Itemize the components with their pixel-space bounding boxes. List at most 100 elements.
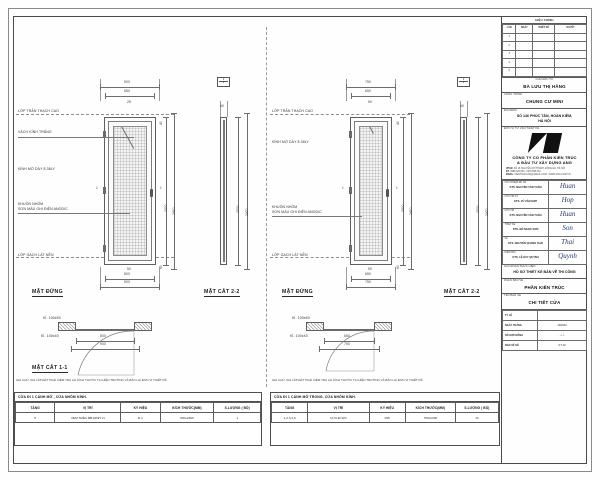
sig-role-label: THIẾT KẾ xyxy=(504,223,516,227)
dim-tick xyxy=(163,117,169,118)
dim-tick xyxy=(408,269,414,270)
ann-floor: LỚP GẠCH LÁT NỀN xyxy=(272,253,308,257)
dim-bottom-small: 50 xyxy=(368,267,372,271)
dim-tick xyxy=(484,113,490,114)
consultant-section: ĐƠN VỊ TƯ VẤN THIẾT KẾ CÔNG TY CỔ PHẦN K… xyxy=(502,127,587,181)
table-row: TỶ LỆ xyxy=(501,309,587,321)
door-section-frame xyxy=(460,117,467,265)
table-row: THIẾT KẾ KTS. ĐỖ NGỌC SƠN Son xyxy=(501,222,587,238)
dim-plan-inner: 650 xyxy=(344,334,350,338)
dim-line xyxy=(100,87,159,88)
cell-tang: 1,2,3,4,5 xyxy=(270,412,309,423)
col-kichthuoc: KÍCH THƯỚC(MM) xyxy=(404,402,456,413)
dim-line xyxy=(76,341,134,342)
drawing-area: 900 850 25 LỚP TRẦN THẠCH CAO LỚP GẠCH L… xyxy=(14,17,500,463)
content-section: TÊN BẢN VẼ CHI TIẾT CỬA xyxy=(502,294,587,310)
dim-tick xyxy=(154,93,155,99)
sig-mark-cell: Thai xyxy=(548,236,587,252)
dim-line xyxy=(105,279,154,280)
door-detail-right: 750 650 50 LỚP TRẦN THẠCH CAO LỚP GẠCH L… xyxy=(270,17,510,387)
col-soluong: S.LƯỢNG ( BỘ) xyxy=(213,402,261,413)
content-label: TÊN BẢN VẼ xyxy=(504,294,521,298)
dim-line xyxy=(403,117,404,265)
table-row: CHỦ TRÌ KT KTS. VŨ VĂN HỢP Hop xyxy=(501,194,587,210)
rev-date xyxy=(515,58,534,68)
door-detail-left: 900 850 25 LỚP TRẦN THẠCH CAO LỚP GẠCH L… xyxy=(14,17,264,387)
dim-top-small: 25 xyxy=(127,100,131,104)
view-divider xyxy=(266,27,267,387)
dim-line xyxy=(351,96,390,97)
rev-col-thietke: THIẾT KẾ xyxy=(532,24,556,34)
dim-tick xyxy=(351,276,352,282)
part-value: PHẦN KIẾN TRÚC xyxy=(524,284,565,290)
detail-callout-bottom: 2 xyxy=(222,81,225,85)
plan-door-leaf xyxy=(76,329,134,331)
sig-mark-cell: Huan xyxy=(548,208,587,224)
schedule-caption: CỬA ĐI 1 CÁNH MỞ TRONG, CỬA NHÔM KÍNH. xyxy=(271,393,499,402)
ann-aluminium-frame: KHUÔN NHÔM xyxy=(18,202,44,206)
schedule-table: TẦNG VỊ TRÍ KÝ HIỆU KÍCH THƯỚC(MM) S.LƯỢ… xyxy=(14,402,261,423)
cell-soluong: 13 xyxy=(454,412,500,423)
table-row: CHỦ NHIỆM ĐỒ ÁN KTS. NGUYỄN VĂN TUẤN Hua… xyxy=(501,180,587,196)
sig-role-cell: CHỦ NHIỆM ĐỒ ÁN KTS. NGUYỄN VĂN TUẤN xyxy=(501,180,550,196)
sig-person-name: KTS. NGUYỄN VĂN TUẤN xyxy=(509,185,542,189)
cut-mark-1: 1 xyxy=(342,186,344,190)
rev-no: 3 xyxy=(501,49,517,60)
signature-mark: Quynh xyxy=(558,252,577,261)
sig-mark-cell: Son xyxy=(548,222,587,238)
signature-mark: Hop xyxy=(561,196,574,205)
sig-person-name: KTS. VŨ VĂN HỢP xyxy=(514,199,538,203)
rev-approve xyxy=(554,41,587,51)
dim-tick xyxy=(100,84,101,90)
ang-logo-icon xyxy=(527,132,562,153)
dim-plan-outer: 750 xyxy=(344,342,350,346)
sig-role-cell: CHỦ TRÌ KTS. NGUYỄN VĂN TUẤN xyxy=(501,208,550,224)
meta-key-scale: TỶ LỆ xyxy=(501,309,539,321)
revision-header-row: LẦN NGÀY THIẾT KẾ DUYỆT xyxy=(501,24,587,34)
plan-wall-right xyxy=(134,322,152,331)
door-elevation-frame xyxy=(104,117,156,265)
section-leaf xyxy=(462,120,465,262)
cell-kyhieu: D-1 xyxy=(120,412,161,423)
meta-key-sheetno: BẢN VẼ SỐ xyxy=(501,339,539,351)
stage-label: GIAI ĐOẠN THỰC HIỆN xyxy=(504,265,536,269)
revision-title: HIỆU CHỈNH xyxy=(502,17,587,24)
sig-role-label: CHỦ TRÌ KT xyxy=(504,195,518,199)
revision-table: LẦN NGÀY THIẾT KẾ DUYỆT 1 2 xyxy=(501,24,587,77)
plan-wall-left xyxy=(306,322,324,331)
ann-glass-wall: VÁCH KÍNH TRẮNG xyxy=(18,130,52,134)
rev-no: 5 xyxy=(501,66,517,77)
dim-bottom-inner: 800 xyxy=(124,272,130,276)
sig-role-label: KIỂM TRA xyxy=(504,251,516,255)
table-row: VẼ KTS. NGUYỄN QUANG THÁI Thai xyxy=(501,236,587,252)
meta-key-date: NGÀY THÁNG xyxy=(501,319,539,331)
col-kichthuoc: KÍCH THƯỚC(MM) xyxy=(159,402,215,413)
table-row: KIỂM TRA KTS. LÊ HUY QUỲNH Quynh xyxy=(501,250,587,266)
dim-tick xyxy=(346,84,347,90)
cell-kichthuoc: 900x2300 xyxy=(159,412,215,423)
dim-tick xyxy=(235,117,241,118)
dim-tick xyxy=(475,117,481,118)
door-handle-icon xyxy=(386,189,389,197)
dim-line xyxy=(166,117,167,265)
project-value: CHUNG CƯ MINI xyxy=(525,99,564,104)
rev-date xyxy=(515,32,534,43)
leader-line xyxy=(272,216,362,217)
dim-line xyxy=(411,113,412,269)
dim-bottom-small: 50 xyxy=(127,267,131,271)
ann-ceiling: LỚP TRẦN THẠCH CAO xyxy=(18,109,59,113)
dim-sill: 60 xyxy=(396,265,400,269)
dim-tick xyxy=(324,338,325,344)
dim-tick xyxy=(159,84,160,90)
dim-tick xyxy=(105,276,106,282)
meta-val-sheetno: KT-10 xyxy=(537,339,587,351)
table-row: 4 xyxy=(501,58,587,68)
col-kyhieu: KÝ HIỆU xyxy=(368,402,406,413)
owner-section: CHỦ ĐẦU TƯ BÀ LƯU THỊ HẰNG xyxy=(502,78,587,94)
hinge-icon xyxy=(103,187,106,194)
dim-tick xyxy=(484,269,490,270)
ceiling-ref-line xyxy=(16,114,174,115)
hinge-icon xyxy=(349,245,352,252)
door-swing-arc xyxy=(77,330,135,376)
dim-section-depth: 60 xyxy=(460,104,464,108)
